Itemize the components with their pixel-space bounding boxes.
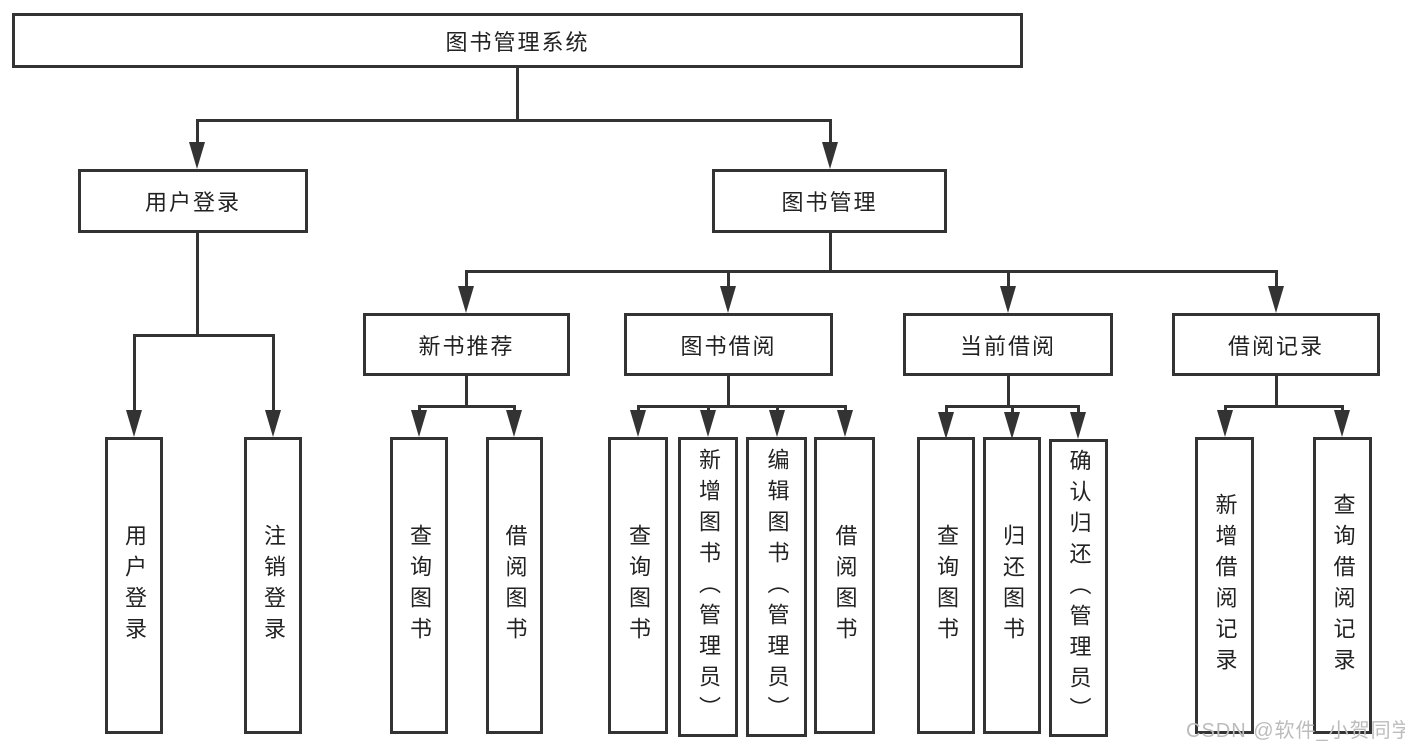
node-label: 借阅图书: [832, 523, 858, 648]
connector-stem-book-borrowing-split: [726, 376, 730, 408]
connector-rail-user-login-split: [132, 333, 275, 337]
node-root-library-system: 图书管理系统: [12, 13, 1023, 68]
node-leaf-borrow-book-2: 借阅图书: [814, 437, 875, 734]
node-leaf-borrow-book-1: 借阅图书: [486, 437, 543, 734]
arrow-down-icon: [1217, 410, 1233, 437]
node-label: 查询图书: [934, 523, 959, 648]
node-label: 新增借阅记录: [1212, 492, 1238, 679]
arrow-down-icon: [1268, 286, 1284, 313]
connector-drop-root-split: [195, 120, 199, 149]
node-book-borrowing: 图书借阅: [624, 313, 833, 376]
arrow-down-icon: [822, 142, 838, 169]
connector-drop-root-split: [828, 120, 832, 149]
connector-stem-user-login-split: [195, 233, 199, 337]
connector-rail-borrow-records-split: [1223, 404, 1344, 408]
arrow-down-icon: [837, 410, 853, 437]
connector-drop-user-login-split: [271, 335, 275, 417]
node-label: 归还图书: [1000, 523, 1025, 648]
node-leaf-add-book-admin: 新增图书（管理员）: [678, 437, 738, 737]
arrow-down-icon: [700, 410, 716, 437]
connector-rail-root-split: [195, 118, 832, 122]
connector-stem-book-management-split: [828, 233, 832, 273]
node-leaf-query-book-3: 查询图书: [917, 437, 975, 734]
arrow-down-icon: [1334, 410, 1350, 437]
node-leaf-add-borrow-record: 新增借阅记录: [1195, 437, 1254, 734]
node-leaf-logout: 注销登录: [244, 437, 302, 734]
arrow-down-icon: [938, 412, 954, 439]
node-leaf-query-book-1: 查询图书: [390, 437, 448, 734]
node-label: 编辑图书（管理员）: [764, 447, 790, 727]
arrow-down-icon: [458, 286, 474, 313]
node-label: 查询借阅记录: [1330, 492, 1356, 679]
watermark: CSDN @软件_小贺同学: [1186, 720, 1405, 742]
node-leaf-confirm-return: 确认归还（管理员）: [1049, 439, 1108, 737]
connector-drop-book-management-split: [464, 271, 468, 293]
node-label: 新增图书（管理员）: [696, 447, 721, 727]
connector-rail-book-management-split: [464, 269, 1278, 273]
arrow-down-icon: [189, 142, 205, 169]
connector-stem-current-borrow-split: [1006, 376, 1010, 408]
arrow-down-icon: [1004, 412, 1020, 439]
node-current-borrowing: 当前借阅: [903, 313, 1113, 376]
arrow-down-icon: [506, 410, 522, 437]
node-leaf-user-login: 用户登录: [105, 437, 163, 734]
node-label: 注销登录: [261, 523, 286, 648]
node-borrowing-records: 借阅记录: [1172, 313, 1380, 376]
node-leaf-query-borrow-record: 查询借阅记录: [1313, 437, 1372, 734]
node-label: 图书管理: [781, 190, 878, 215]
node-book-management: 图书管理: [712, 169, 947, 233]
arrow-down-icon: [265, 410, 281, 437]
arrow-down-icon: [1000, 286, 1016, 313]
node-label: 用户登录: [144, 190, 241, 215]
node-label: 新书推荐: [418, 333, 515, 359]
connector-stem-new-book-split: [464, 376, 468, 408]
node-label: 图书借阅: [680, 333, 777, 359]
arrow-down-icon: [720, 286, 736, 313]
node-label: 用户登录: [122, 523, 147, 648]
node-label: 当前借阅: [959, 333, 1056, 359]
node-label: 借阅图书: [502, 523, 528, 648]
node-leaf-return-book: 归还图书: [983, 437, 1041, 734]
node-user-login: 用户登录: [78, 169, 308, 233]
node-label: 查询图书: [407, 523, 432, 648]
node-label: 借阅记录: [1227, 333, 1324, 359]
connector-drop-user-login-split: [132, 335, 136, 417]
node-leaf-edit-book-admin: 编辑图书（管理员）: [746, 437, 807, 737]
arrow-down-icon: [411, 410, 427, 437]
connector-rail-book-borrowing-split: [636, 404, 847, 408]
connector-rail-new-book-split: [417, 404, 516, 408]
connector-stem-root-split: [515, 68, 519, 122]
arrow-down-icon: [1070, 412, 1086, 439]
connector-drop-book-management-split: [1274, 271, 1278, 293]
connector-drop-book-management-split: [1006, 271, 1010, 293]
node-new-book-recommend: 新书推荐: [363, 313, 570, 376]
connector-drop-book-management-split: [726, 271, 730, 293]
arrow-down-icon: [126, 410, 142, 437]
node-label: 查询图书: [626, 523, 651, 648]
connector-stem-borrow-records-split: [1274, 376, 1278, 408]
arrow-down-icon: [769, 410, 785, 437]
node-label: 确认归还（管理员）: [1066, 448, 1092, 728]
node-label: 图书管理系统: [445, 29, 590, 55]
arrow-down-icon: [630, 410, 646, 437]
node-leaf-query-book-2: 查询图书: [608, 437, 668, 734]
